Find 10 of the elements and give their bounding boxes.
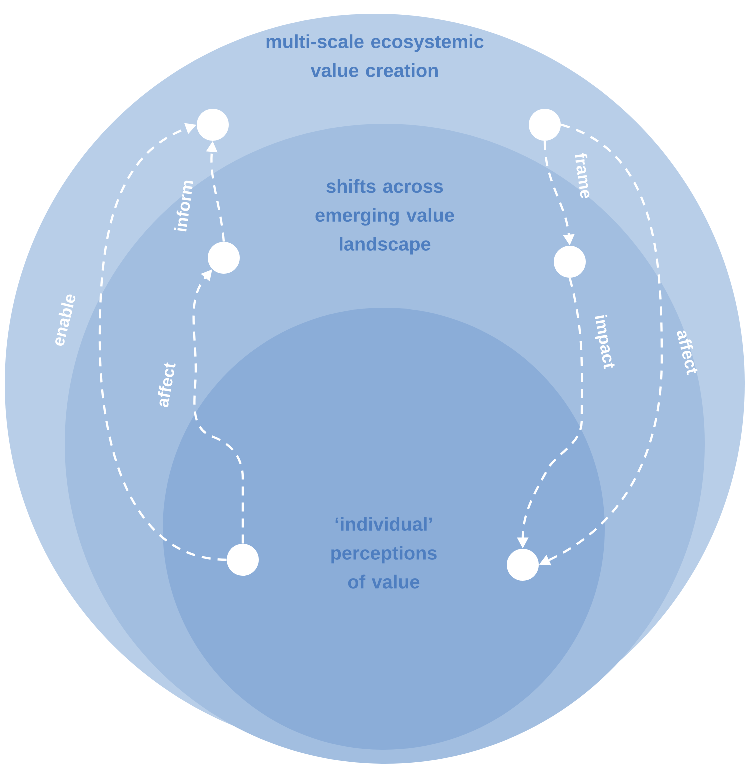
- dot: [208, 242, 240, 274]
- dot: [554, 246, 586, 278]
- edge-label: inform: [174, 180, 194, 232]
- dot: [197, 109, 229, 141]
- dot: [227, 544, 259, 576]
- edge-label: frame: [575, 153, 590, 199]
- edge-label: affect: [677, 330, 698, 376]
- dashed-arrow: [98, 123, 227, 562]
- dot: [529, 109, 561, 141]
- dot: [507, 549, 539, 581]
